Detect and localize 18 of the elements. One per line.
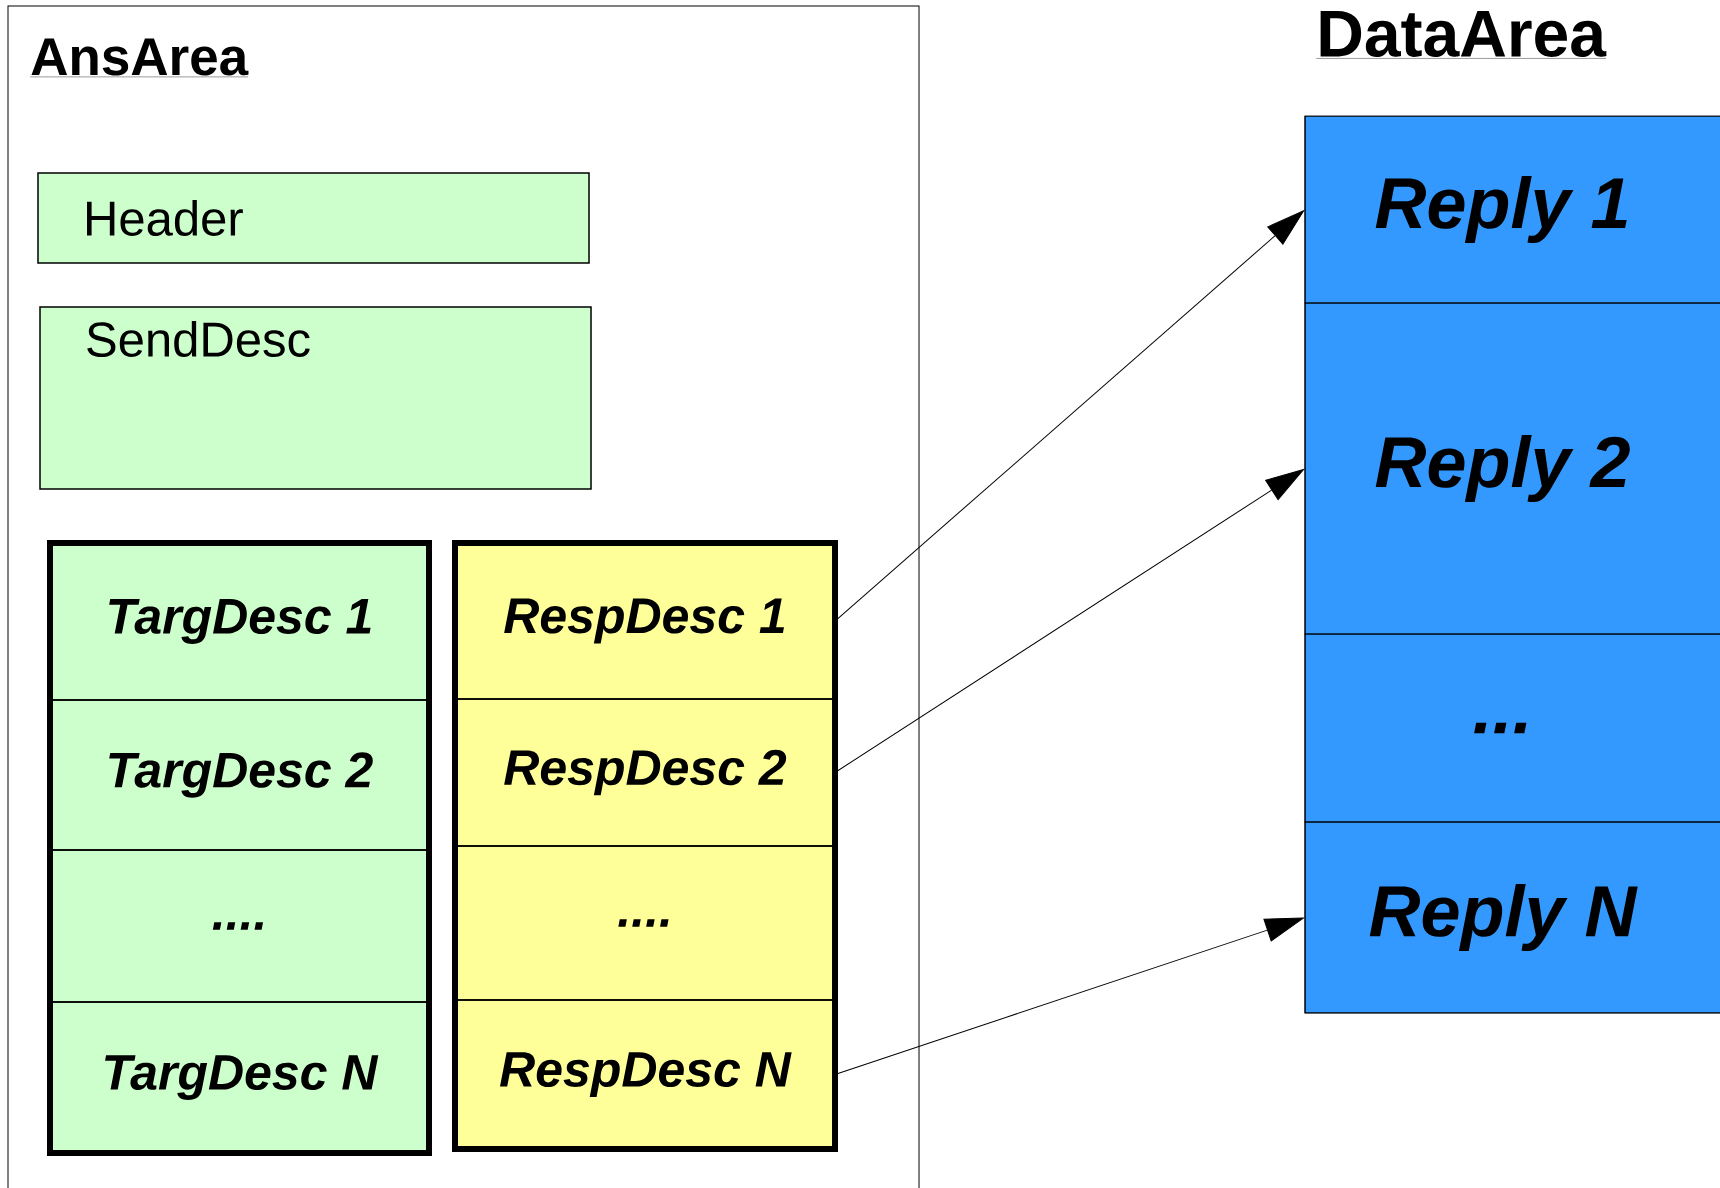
reply-cell: Reply 1 [1304,115,1720,304]
area-heading: AnsArea [30,38,249,78]
descriptor-cell: TargDesc N [49,1001,430,1154]
descriptor-cell: RespDesc 1 [454,542,836,700]
field-box: SendDesc [39,306,592,490]
descriptor-cell: TargDesc 1 [49,542,430,701]
reply-cell: ... [1304,633,1720,823]
reply-cell: Reply N [1304,821,1720,1014]
field-box: Header [37,172,590,264]
area-heading: DataArea [1316,11,1607,59]
descriptor-column [452,540,838,1152]
descriptor-cell: RespDesc N [454,999,836,1150]
descriptor-cell: TargDesc 2 [49,699,430,851]
reply-cell: Reply 2 [1304,302,1720,635]
descriptor-cell: .... [49,849,430,1003]
descriptor-cell: .... [454,845,836,1001]
descriptor-column [47,540,432,1156]
descriptor-cell: RespDesc 2 [454,698,836,847]
